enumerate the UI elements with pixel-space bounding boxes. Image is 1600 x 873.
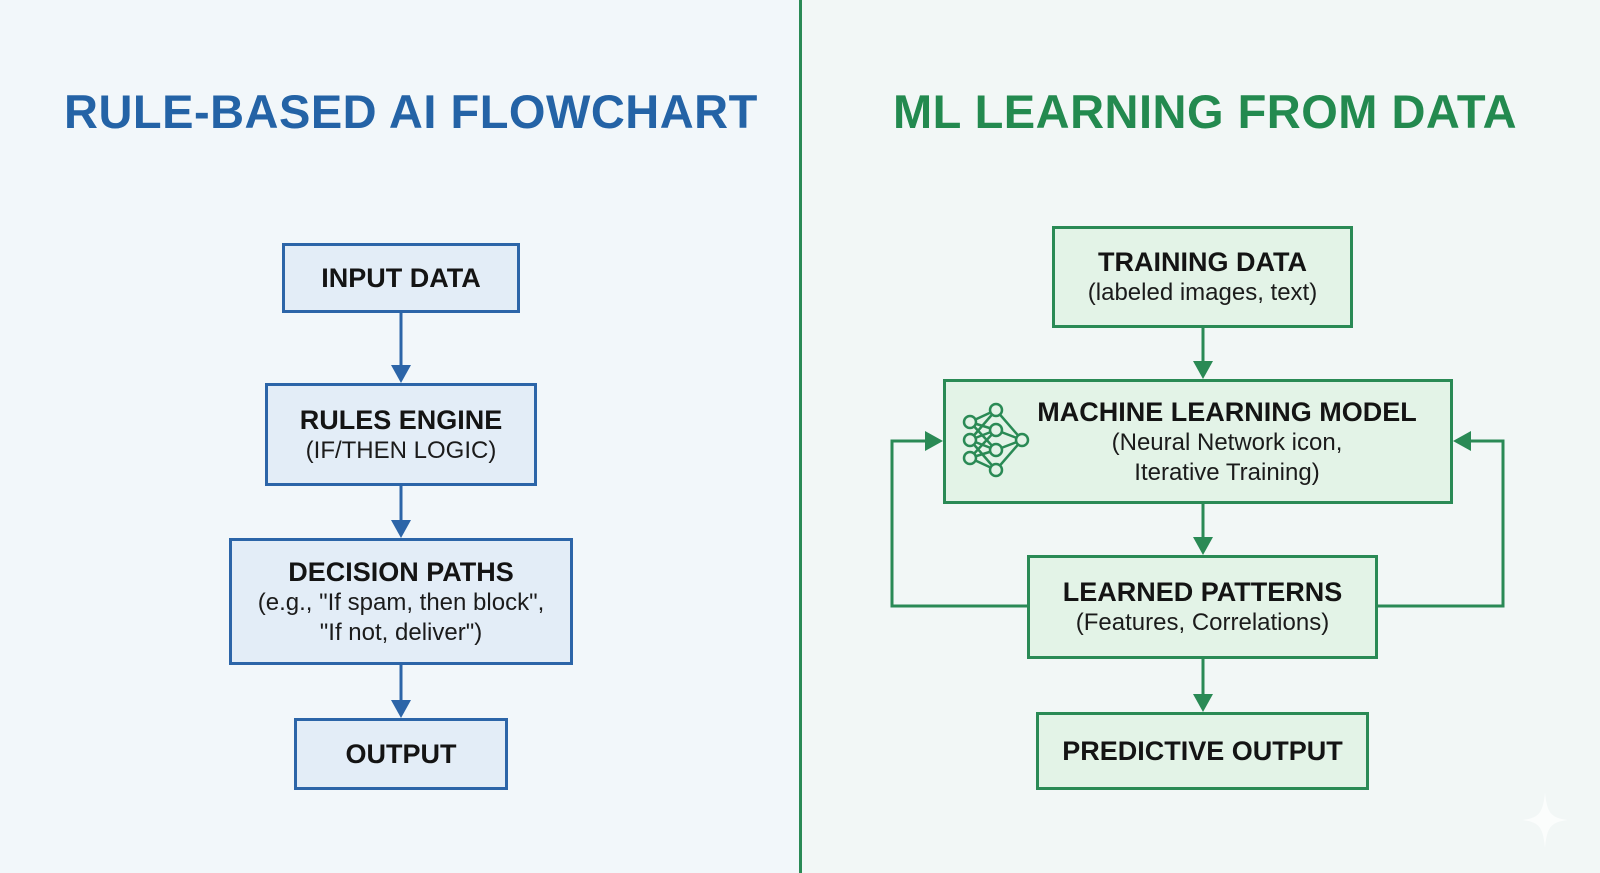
sparkle-icon (1522, 792, 1568, 848)
node-decision-paths: DECISION PATHS (e.g., "If spam, then blo… (229, 538, 573, 665)
node-learned-patterns: LEARNED PATTERNS (Features, Correlations… (1027, 555, 1378, 659)
node-label: INPUT DATA (321, 263, 481, 293)
node-output: OUTPUT (294, 718, 508, 790)
ml-model-text: MACHINE LEARNING MODEL (Neural Network i… (1037, 396, 1417, 488)
left-panel-title: RULE-BASED AI FLOWCHART (64, 85, 758, 138)
node-label: LEARNED PATTERNS (1062, 577, 1343, 607)
node-label: RULES ENGINE (299, 404, 503, 435)
node-sublabel-line2: "If not, deliver") (319, 618, 483, 646)
right-panel-title: ML LEARNING FROM DATA (893, 85, 1518, 138)
node-sublabel-line1: (Neural Network icon, (1111, 428, 1343, 456)
node-label: DECISION PATHS (288, 556, 514, 587)
node-input-data: INPUT DATA (282, 243, 520, 313)
node-sublabel: (IF/THEN LOGIC) (305, 436, 497, 464)
node-label: OUTPUT (345, 739, 457, 769)
node-rules-engine: RULES ENGINE (IF/THEN LOGIC) (265, 383, 537, 486)
node-ml-model: MACHINE LEARNING MODEL (Neural Network i… (943, 379, 1453, 504)
node-training-data: TRAINING DATA (labeled images, text) (1052, 226, 1353, 328)
panel-divider (799, 0, 802, 873)
node-sublabel: (Features, Correlations) (1075, 609, 1330, 636)
node-label: TRAINING DATA (1098, 247, 1307, 277)
node-sublabel: (labeled images, text) (1087, 279, 1318, 306)
node-label: MACHINE LEARNING MODEL (1037, 396, 1417, 427)
node-sublabel-line1: (e.g., "If spam, then block", (257, 588, 545, 616)
node-label: PREDICTIVE OUTPUT (1062, 736, 1343, 766)
node-predictive-output: PREDICTIVE OUTPUT (1036, 712, 1369, 790)
node-sublabel-line2: Iterative Training) (1134, 458, 1320, 486)
neural-network-icon (962, 402, 1030, 478)
